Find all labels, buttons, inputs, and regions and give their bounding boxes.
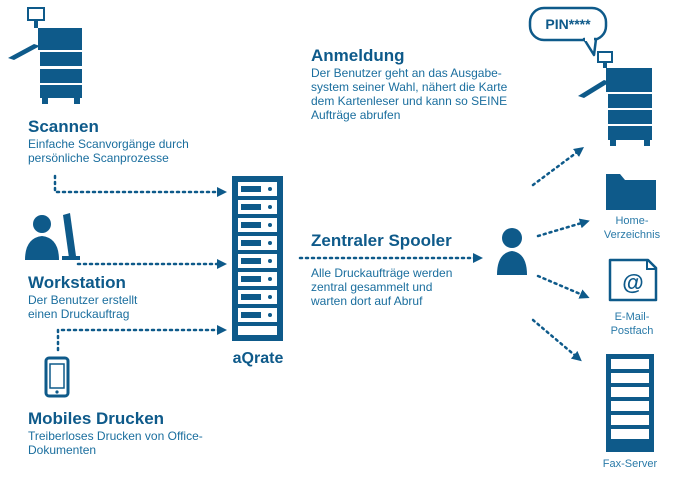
scanner-printer-icon: [8, 7, 82, 104]
workstation-text: Der Benutzer erstellt einen Druckauftrag: [28, 293, 138, 321]
spooler-text: Alle Druckaufträge werden zentral gesamm…: [311, 266, 453, 308]
pin-label: PIN****: [545, 16, 591, 32]
pin-speech-bubble: [528, 6, 608, 57]
folder-icon: [606, 174, 656, 210]
server-rack-icon: [232, 176, 283, 341]
scan-title: Scannen: [28, 117, 99, 136]
svg-text:@: @: [622, 270, 643, 295]
email-label: E-Mail-Postfach: [610, 311, 654, 337]
fax-label: Fax-Server: [602, 458, 658, 470]
left-connectors: [53, 174, 227, 352]
login-text: Der Benutzer geht an das Ausgabe-system …: [311, 66, 508, 122]
fax-server-icon: [606, 354, 654, 452]
server-label: aQrate: [232, 350, 284, 367]
home-label: Home-Verzeichnis: [603, 215, 661, 241]
release-printer-icon: [578, 51, 652, 146]
login-title: Anmeldung: [311, 46, 405, 65]
workstation-title: Workstation: [28, 273, 126, 292]
spooler-title: Zentraler Spooler: [311, 231, 452, 250]
workstation-user-icon: [25, 213, 80, 260]
email-icon: @: [608, 258, 658, 302]
smartphone-icon: [44, 356, 70, 398]
mobile-text: Treiberloses Drucken von Office-Dokument…: [28, 429, 203, 457]
mobile-title: Mobiles Drucken: [28, 409, 165, 428]
user-icon: [497, 228, 527, 275]
output-connectors: [531, 147, 590, 362]
scan-text: Einfache Scanvorgänge durch persönliche …: [28, 137, 189, 165]
